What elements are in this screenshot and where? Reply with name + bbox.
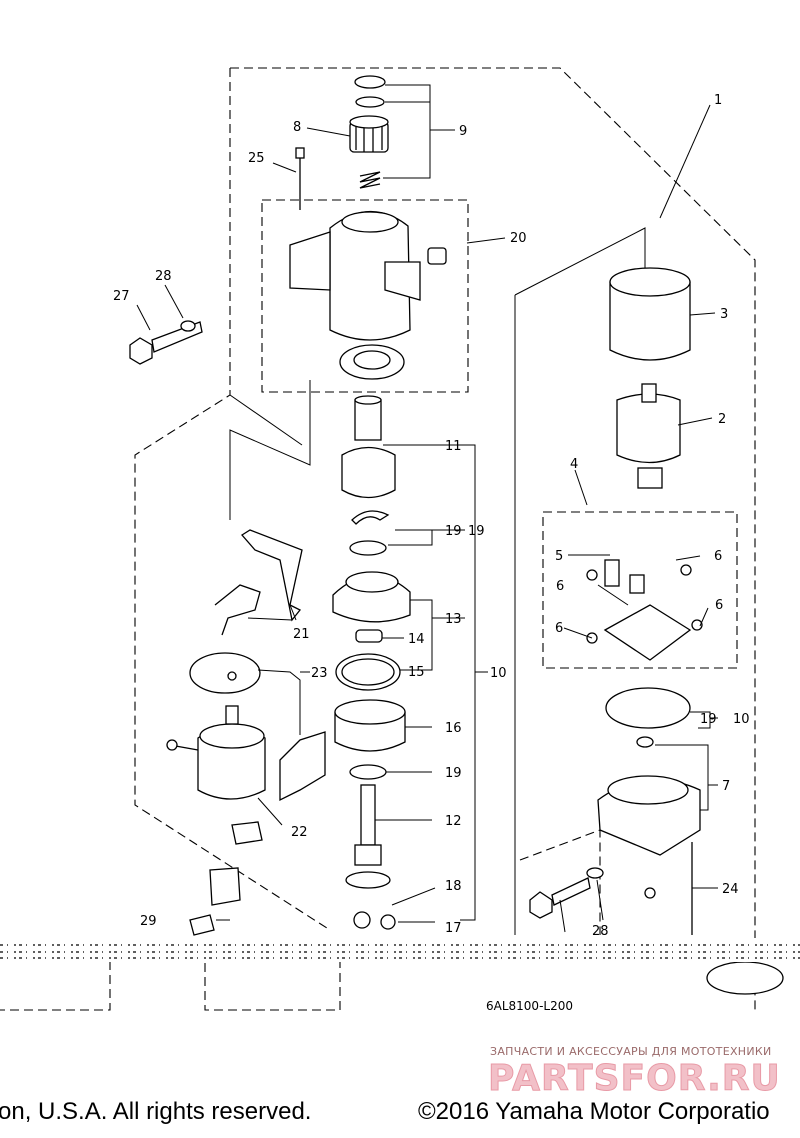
callout-13: 13 bbox=[445, 612, 462, 627]
callout-3: 3 bbox=[720, 307, 728, 322]
callout-21: 21 bbox=[293, 627, 310, 642]
callout-27: 27 bbox=[113, 289, 130, 304]
diagram-code: 6AL8100-L200 bbox=[486, 999, 573, 1013]
watermark-caption: ЗАПЧАСТИ И АКСЕССУАРЫ ДЛЯ МОТОТЕХНИКИ bbox=[490, 1045, 772, 1058]
callout-10a: 10 bbox=[490, 666, 507, 681]
watermark-brand: PARTSFOR.RU bbox=[488, 1058, 781, 1099]
callout-19b: 19 bbox=[445, 766, 462, 781]
callout-6c: 6 bbox=[715, 598, 723, 613]
callout-14: 14 bbox=[408, 632, 425, 647]
callout-29: 29 bbox=[140, 914, 157, 929]
callout-labels: 1 2 3 4 5 6 6 6 6 7 8 9 10 10 11 12 13 1… bbox=[113, 93, 750, 939]
leader-lines bbox=[136, 84, 718, 933]
assembly-boundary-lines bbox=[0, 67, 756, 1011]
callout-6d: 6 bbox=[555, 621, 563, 636]
callout-28b: 28 bbox=[592, 924, 609, 939]
copyright-right: ©2016 Yamaha Motor Corporatio bbox=[418, 1098, 770, 1125]
callout-15: 15 bbox=[408, 665, 425, 680]
partsfor-watermark: ЗАПЧАСТИ И АКСЕССУАРЫ ДЛЯ МОТОТЕХНИКИ PA… bbox=[488, 1045, 781, 1100]
callout-25: 25 bbox=[248, 151, 265, 166]
callout-24: 24 bbox=[722, 882, 739, 897]
callout-18: 18 bbox=[445, 879, 462, 894]
callout-20: 20 bbox=[510, 231, 527, 246]
callout-17: 17 bbox=[445, 921, 462, 936]
callout-19d: 19 bbox=[468, 524, 485, 539]
copyright-left: on, U.S.A. All rights reserved. bbox=[0, 1098, 312, 1125]
scan-noise-band bbox=[0, 938, 800, 962]
callout-6a: 6 bbox=[714, 549, 722, 564]
callout-8: 8 bbox=[293, 120, 301, 135]
callout-23: 23 bbox=[311, 666, 328, 681]
callout-1: 1 bbox=[714, 93, 722, 108]
parts-illustrations bbox=[129, 75, 784, 995]
callout-7: 7 bbox=[722, 779, 730, 794]
callout-9: 9 bbox=[459, 124, 467, 139]
callout-6b: 6 bbox=[556, 579, 564, 594]
callout-4: 4 bbox=[570, 457, 578, 472]
callout-12: 12 bbox=[445, 814, 462, 829]
callout-11: 11 bbox=[445, 439, 462, 454]
callout-22: 22 bbox=[291, 825, 308, 840]
callout-28a: 28 bbox=[155, 269, 172, 284]
callout-2: 2 bbox=[718, 412, 726, 427]
callout-19c: 19 bbox=[700, 712, 717, 727]
callout-16: 16 bbox=[445, 721, 462, 736]
callout-19a: 19 bbox=[445, 524, 462, 539]
callout-5: 5 bbox=[555, 549, 563, 564]
callout-10b: 10 bbox=[733, 712, 750, 727]
